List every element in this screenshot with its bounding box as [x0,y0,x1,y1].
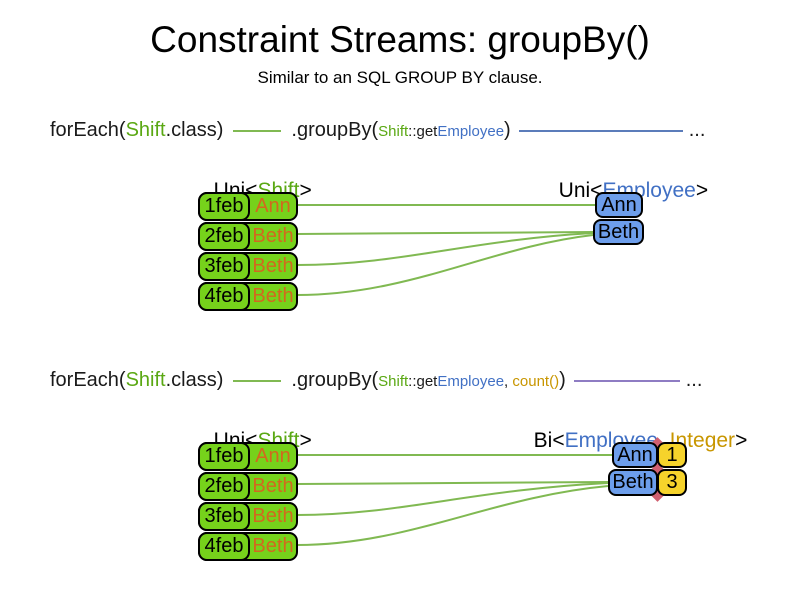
code-ellipsis: ... [685,369,703,391]
code-class-suffix: .class) [165,119,224,141]
shift-employee: Ann [255,195,291,217]
shift-row: 3feb Beth [198,252,298,281]
code-class-suffix: .class) [165,369,224,391]
group-employee-box: Ann [595,192,643,218]
stream-line-purple [573,379,680,382]
shift-row: 1feb Ann [198,442,298,471]
code-line-groupby: forEach(Shift.class) .groupBy(Shift::get… [50,119,705,142]
shift-date-box: 2feb [198,472,250,501]
code-arg-count: count() [512,373,560,390]
shift-employee: Beth [252,505,294,527]
shift-employee: Ann [255,445,291,467]
stream-line-green [233,379,282,382]
label-suffix: > [695,179,709,202]
group-employee-box: Beth [593,219,644,245]
shift-date: 1feb [204,195,244,217]
code-arg-shift: Shift [378,373,409,390]
code-arg-get: ::get [408,373,438,390]
shift-row: 2feb Beth [198,222,298,251]
shift-date: 3feb [204,255,244,277]
label-prefix: Uni< [558,179,603,202]
shift-date: 2feb [204,475,244,497]
code-groupby: .groupBy( [291,119,379,141]
shift-row: 4feb Beth [198,282,298,311]
code-shift-type: Shift [125,369,166,391]
code-arg-employee: Employee [437,123,505,140]
code-arg-get: ::get [408,123,438,140]
code-close-paren: ) [504,119,511,141]
shift-date-box: 4feb [198,282,250,311]
shift-table: 1feb Ann 2feb Beth 3feb Beth 4feb Beth [198,192,298,312]
label-suffix: > [299,429,312,452]
code-shift-type: Shift [125,119,166,141]
code-groupby: .groupBy( [291,369,379,391]
shift-employee: Beth [252,255,294,277]
shift-date: 3feb [204,505,244,527]
label-suffix: > [735,429,748,452]
shift-date-box: 2feb [198,222,250,251]
label-suffix: > [299,179,312,202]
shift-date-box: 1feb [198,442,250,471]
shift-row: 2feb Beth [198,472,298,501]
group-count-box: 1 [657,442,687,468]
code-foreach: forEach( [50,119,126,141]
code-arg-employee: Employee [437,373,505,390]
shift-date-box: 3feb [198,502,250,531]
shift-date: 2feb [204,225,244,247]
shift-employee: Beth [252,285,294,307]
slide-title: Constraint Streams: groupBy() [150,19,650,60]
shift-row: 4feb Beth [198,532,298,561]
code-close-paren: ) [559,369,566,391]
shift-date: 1feb [204,445,244,467]
shift-table: 1feb Ann 2feb Beth 3feb Beth 4feb Beth [198,442,298,562]
group-employee-box: Ann [612,442,658,468]
stream-line-green [233,129,282,132]
shift-row: 3feb Beth [198,502,298,531]
shift-date: 4feb [204,535,244,557]
code-ellipsis: ... [688,119,706,141]
shift-employee: Beth [252,225,294,247]
group-count-box: 3 [657,469,687,496]
shift-employee: Beth [252,475,294,497]
shift-employee: Beth [252,535,294,557]
shift-date: 4feb [204,285,244,307]
code-foreach: forEach( [50,369,126,391]
code-arg-shift: Shift [378,123,409,140]
shift-date-box: 1feb [198,192,250,221]
stream-line-blue [518,129,683,132]
code-line-groupby-count: forEach(Shift.class) .groupBy(Shift::get… [50,369,702,392]
group-employee-box: Beth [608,469,658,496]
label-prefix: Bi< [533,429,565,452]
shift-date-box: 4feb [198,532,250,561]
code-arg-comma: , [504,373,513,390]
shift-row: 1feb Ann [198,192,298,221]
shift-date-box: 3feb [198,252,250,281]
slide-subtitle: Similar to an SQL GROUP BY clause. [257,68,543,87]
